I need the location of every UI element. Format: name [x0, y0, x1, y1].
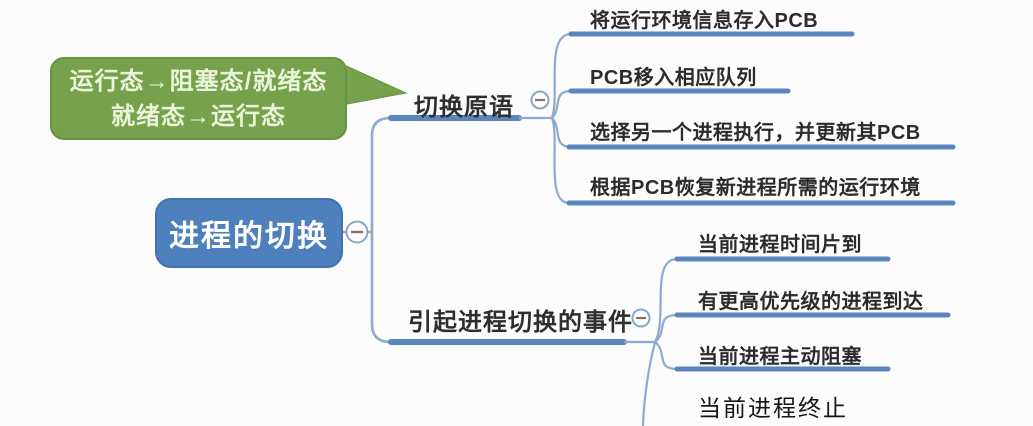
branch1-topic[interactable]: 切换原语	[414, 87, 514, 122]
branch2-child1-label: 当前进程时间片到	[698, 234, 862, 256]
branch1-child2-curve	[551, 89, 572, 119]
branch1-child4-label: 根据PCB恢复新进程所需的运行环境	[590, 177, 921, 199]
root-topic[interactable]: 进程的切换	[155, 198, 343, 268]
branch2-child2-label: 有更高优先级的进程到达	[698, 291, 924, 313]
branch1-child2[interactable]: PCB移入相应队列	[590, 61, 757, 90]
branch2-child4[interactable]: 当前进程终止	[698, 389, 848, 423]
branch2-collapse-button[interactable]	[631, 308, 651, 328]
callout-line1: 运行态→阻塞态/就绪态	[69, 67, 328, 95]
branch2-child4-curve	[641, 341, 657, 426]
branch2-child1-curve	[654, 257, 678, 343]
branch1-label: 切换原语	[414, 94, 514, 121]
branch2-child3-label: 当前进程主动阻塞	[698, 346, 862, 368]
branch2-child1[interactable]: 当前进程时间片到	[698, 228, 862, 257]
branch1-child1[interactable]: 将运行环境信息存入PCB	[590, 4, 818, 33]
branch1-child2-label: PCB移入相应队列	[590, 67, 757, 89]
branch2-child4-label: 当前进程终止	[698, 396, 848, 421]
branch1-child3[interactable]: 选择另一个进程执行，并更新其PCB	[590, 116, 921, 145]
branch-bracket	[370, 116, 392, 344]
branch1-child4-curve	[550, 117, 570, 205]
branch1-child1-label: 将运行环境信息存入PCB	[590, 10, 819, 32]
branch2-label: 引起进程切换的事件	[408, 309, 633, 336]
branch2-child2[interactable]: 有更高优先级的进程到达	[698, 285, 924, 314]
branch2-topic[interactable]: 引起进程切换的事件	[408, 302, 633, 337]
branch1-collapse-button[interactable]	[530, 90, 550, 110]
root-collapse-button[interactable]	[345, 220, 369, 244]
branch1-child1-curve	[550, 32, 572, 119]
callout-line2: 就绪态→运行态	[111, 102, 286, 130]
branch2-child3-curve	[654, 341, 678, 371]
callout-note[interactable]: 运行态→阻塞态/就绪态 就绪态→运行态	[50, 57, 347, 140]
root-topic-label: 进程的切换	[169, 220, 329, 253]
branch2-child2-curve	[654, 313, 678, 343]
branch2-child3[interactable]: 当前进程主动阻塞	[698, 340, 862, 369]
branch1-child3-label: 选择另一个进程执行，并更新其PCB	[590, 122, 921, 144]
branch1-child4[interactable]: 根据PCB恢复新进程所需的运行环境	[590, 171, 921, 200]
